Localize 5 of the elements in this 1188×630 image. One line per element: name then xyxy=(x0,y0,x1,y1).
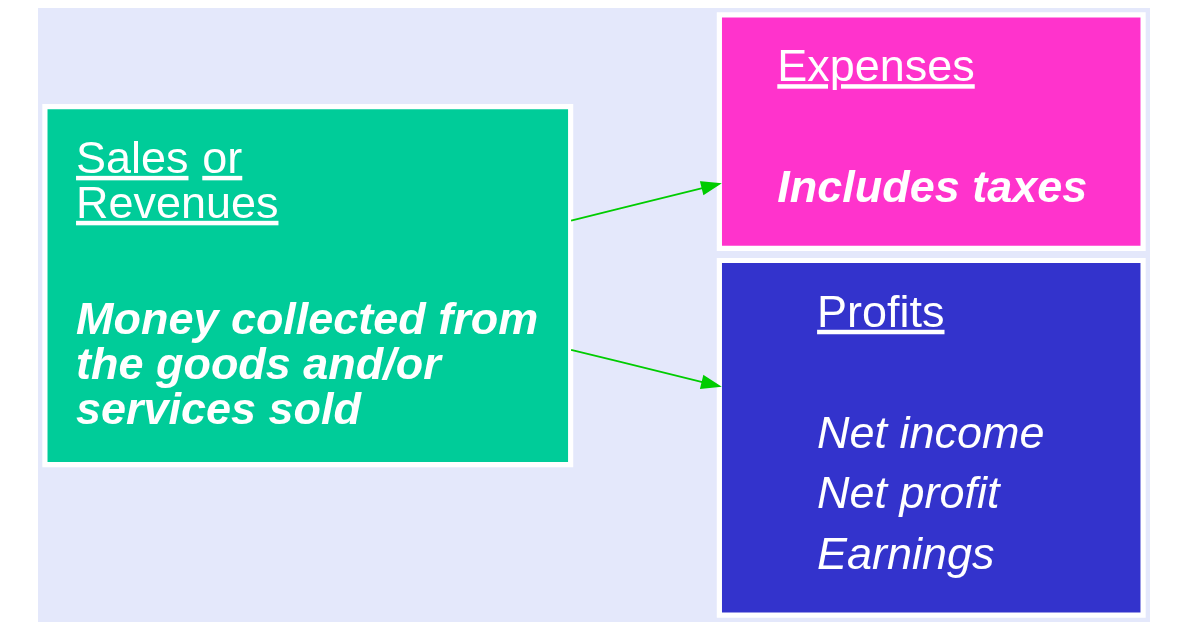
node-box: Profits Net income Net profit Earnings xyxy=(716,257,1146,618)
node-box: Expenses Includes taxes xyxy=(716,12,1146,251)
arrow xyxy=(570,181,722,222)
node-box: Sales or Revenues Money collected from the goods and/or services sold xyxy=(42,104,574,468)
arrow xyxy=(570,348,722,389)
